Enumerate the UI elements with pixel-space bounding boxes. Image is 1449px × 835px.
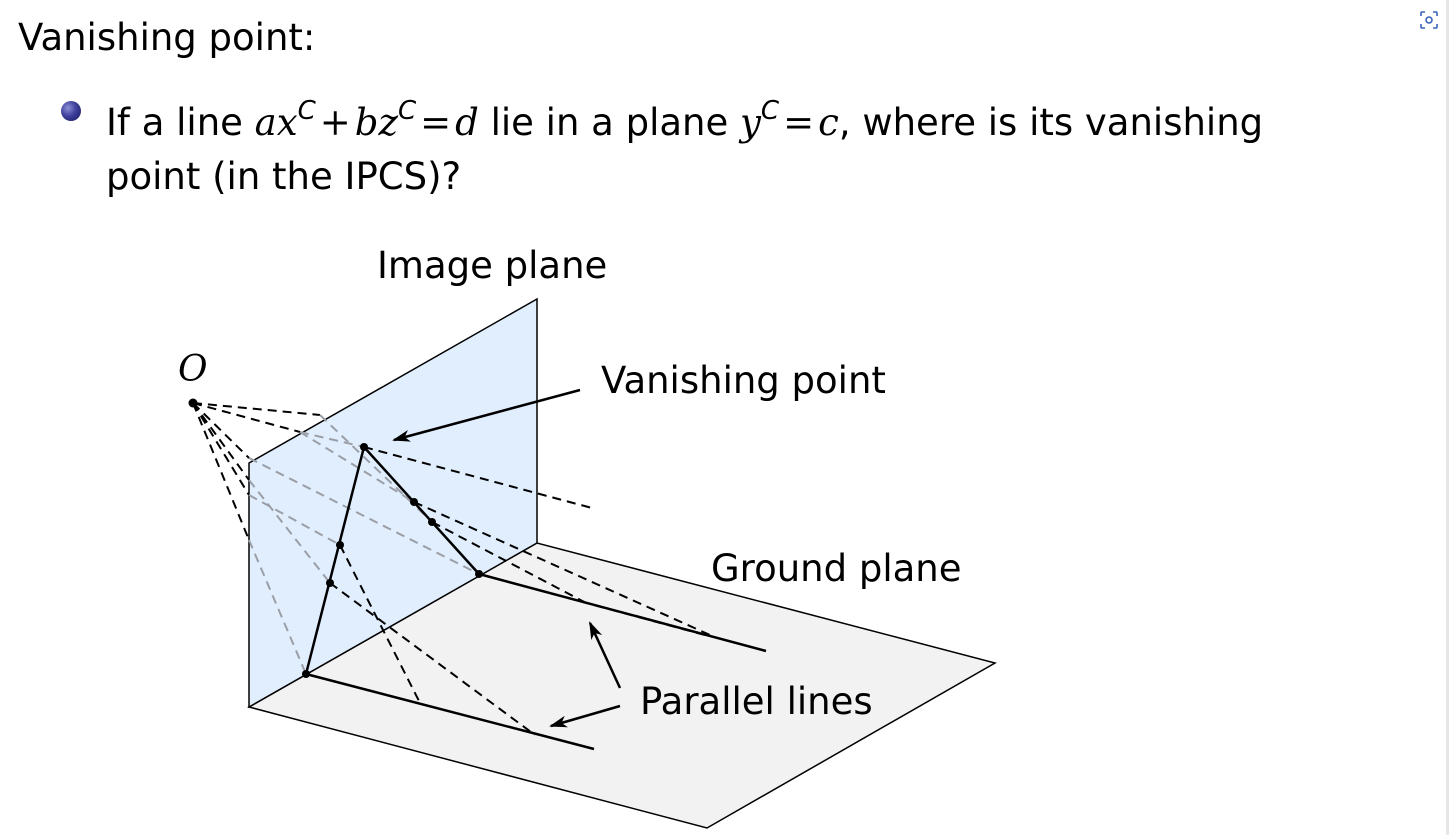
bullet-icon xyxy=(61,101,81,121)
parallel-lines xyxy=(305,572,767,751)
bullet-question: If a line axC+bzC=d lie in a plane yC=c,… xyxy=(106,84,1396,204)
math-sup-c-1: C xyxy=(297,96,316,126)
vanishing-point-arrow xyxy=(392,388,581,442)
bullet-text-3: , where is its vanishing xyxy=(838,101,1264,144)
math-sup-c-3: C xyxy=(760,96,780,126)
math-plus: + xyxy=(319,101,351,144)
origin-point xyxy=(188,398,198,408)
bullet-text-1: If a line xyxy=(106,101,255,144)
vanishing-point-label: Vanishing point xyxy=(601,359,886,402)
vanishing-point xyxy=(360,443,368,451)
scrollbar-track[interactable] xyxy=(1446,0,1449,835)
math-bz: bz xyxy=(354,101,398,144)
math-y: y xyxy=(740,101,761,144)
image-plane xyxy=(248,297,538,709)
math-c: c xyxy=(818,101,839,144)
projected-lines xyxy=(304,446,480,675)
slide-title: Vanishing point: xyxy=(18,16,316,59)
parallel-arrow-lower xyxy=(549,704,621,728)
image-plane-label: Image plane xyxy=(377,244,607,287)
projection-rays-inside xyxy=(248,414,480,675)
bullet-line-2: point (in the IPCS)? xyxy=(106,155,462,198)
ground-plane-label: Ground plane xyxy=(711,547,962,590)
math-equals-1: = xyxy=(420,101,452,144)
bullet-text-2: lie in a plane xyxy=(478,101,741,144)
math-ax: ax xyxy=(254,101,298,144)
math-sup-c-2: C xyxy=(397,96,417,126)
parallel-lines-label: Parallel lines xyxy=(640,680,873,723)
math-equals-2: = xyxy=(783,101,815,144)
parallel-arrow-upper xyxy=(588,621,622,689)
arrows xyxy=(392,388,622,728)
screenshot-focus-icon[interactable] xyxy=(1419,10,1439,30)
math-d: d xyxy=(455,101,479,144)
points xyxy=(188,398,483,678)
origin-label: O xyxy=(178,349,208,390)
